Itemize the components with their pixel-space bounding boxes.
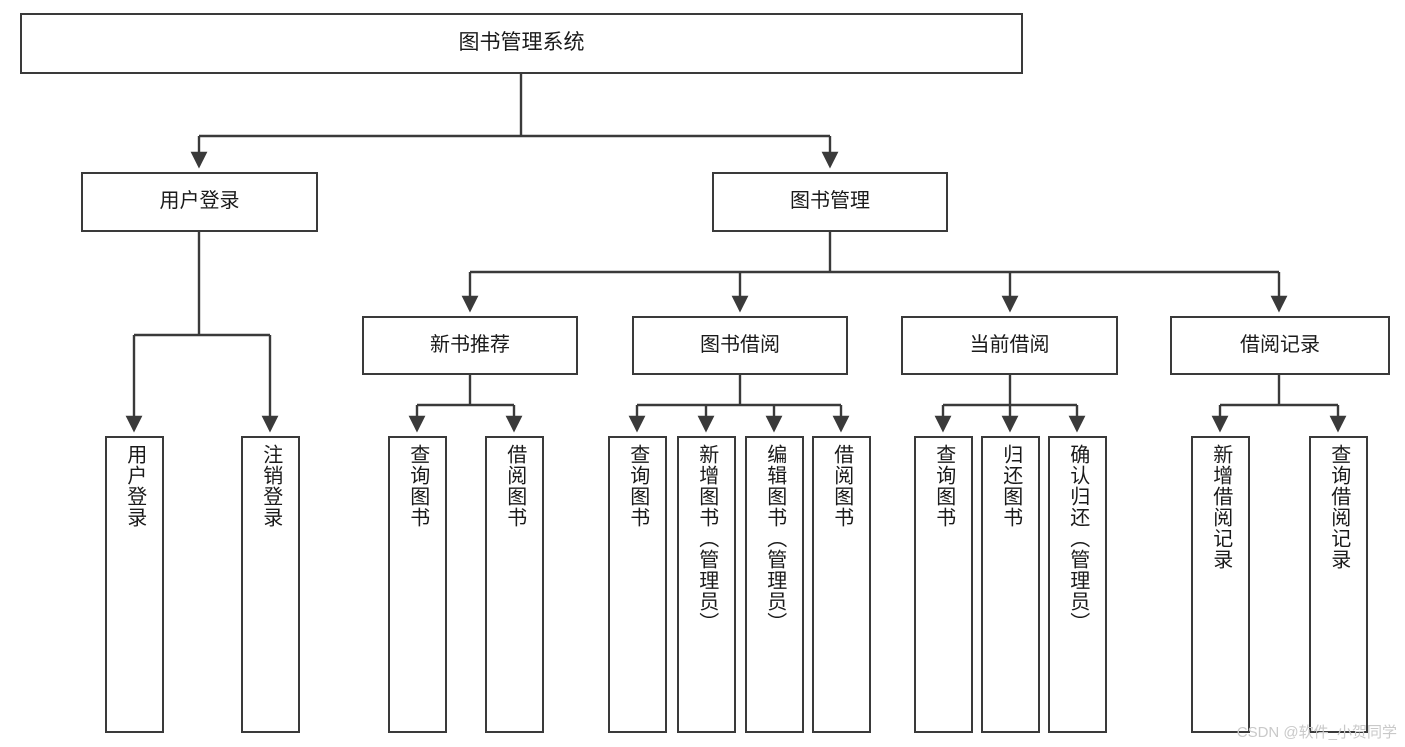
node-borrow-record-label: 借阅记录	[1240, 333, 1320, 356]
node-book-management[interactable]: 图书管理	[712, 172, 948, 232]
node-root-label: 图书管理系统	[458, 31, 585, 55]
leaf-user-login-signin[interactable]: 用户登录	[105, 436, 164, 733]
leaf-current-borrow-query[interactable]: 查询图书	[914, 436, 973, 733]
leaf-new-book-borrow[interactable]: 借阅图书	[485, 436, 544, 733]
leaf-user-login-signout[interactable]: 注销登录	[241, 436, 300, 733]
leaf-label: 查询图书	[626, 444, 649, 528]
leaf-label: 借阅图书	[503, 444, 526, 528]
leaf-book-borrow-add[interactable]: 新增图书（管理员）	[677, 436, 736, 733]
leaf-label: 编辑图书（管理员）	[763, 444, 786, 633]
node-user-login[interactable]: 用户登录	[81, 172, 318, 232]
leaf-book-borrow-query[interactable]: 查询图书	[608, 436, 667, 733]
leaf-book-borrow-edit[interactable]: 编辑图书（管理员）	[745, 436, 804, 733]
node-book-borrow-label: 图书借阅	[700, 333, 780, 356]
node-root[interactable]: 图书管理系统	[20, 13, 1023, 74]
leaf-label: 查询图书	[406, 444, 429, 528]
leaf-label: 注销登录	[259, 444, 282, 528]
leaf-current-borrow-return[interactable]: 归还图书	[981, 436, 1040, 733]
leaf-label: 查询借阅记录	[1327, 444, 1350, 570]
leaf-label: 新增图书（管理员）	[695, 444, 718, 633]
node-book-management-label: 图书管理	[790, 190, 870, 213]
csdn-watermark: CSDN @软件_小贺同学	[1236, 724, 1397, 741]
leaf-label: 确认归还（管理员）	[1066, 444, 1089, 633]
leaf-borrow-record-query[interactable]: 查询借阅记录	[1309, 436, 1368, 733]
node-new-book-recommend-label: 新书推荐	[430, 333, 510, 356]
leaf-current-borrow-confirm[interactable]: 确认归还（管理员）	[1048, 436, 1107, 733]
node-new-book-recommend[interactable]: 新书推荐	[362, 316, 578, 375]
leaf-label: 用户登录	[123, 444, 146, 528]
node-user-login-label: 用户登录	[159, 190, 240, 213]
leaf-label: 查询图书	[932, 444, 955, 528]
leaf-borrow-record-add[interactable]: 新增借阅记录	[1191, 436, 1250, 733]
node-current-borrow-label: 当前借阅	[969, 333, 1050, 356]
leaf-new-book-query[interactable]: 查询图书	[388, 436, 447, 733]
node-current-borrow[interactable]: 当前借阅	[901, 316, 1118, 375]
leaf-book-borrow-borrow[interactable]: 借阅图书	[812, 436, 871, 733]
leaf-label: 借阅图书	[830, 444, 853, 528]
node-borrow-record[interactable]: 借阅记录	[1170, 316, 1390, 375]
node-book-borrow[interactable]: 图书借阅	[632, 316, 848, 375]
leaf-label: 归还图书	[999, 444, 1022, 528]
leaf-label: 新增借阅记录	[1209, 444, 1232, 570]
